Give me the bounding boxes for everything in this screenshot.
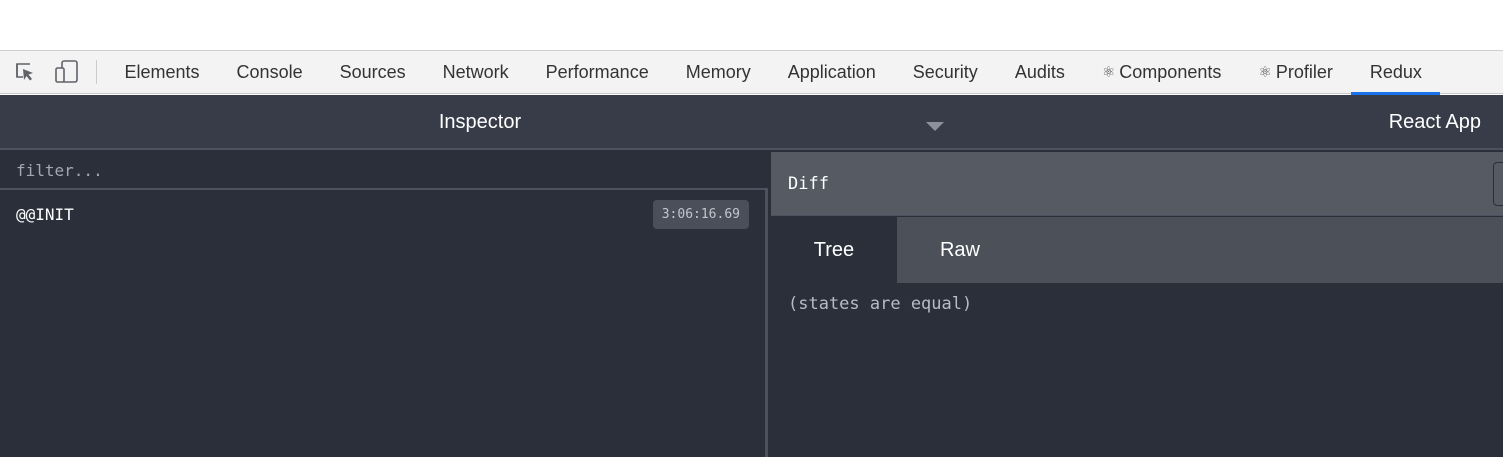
detail-tab-bar: Diff: [771, 152, 1503, 216]
action-name: @@INIT: [16, 204, 74, 224]
page-top-area: [0, 0, 1503, 51]
tab-redux[interactable]: Redux: [1351, 51, 1441, 95]
tab-label: Security: [912, 61, 978, 82]
tab-memory[interactable]: Memory: [667, 51, 769, 94]
tab-diff[interactable]: Diff: [788, 174, 829, 194]
tab-label: Network: [442, 61, 509, 82]
view-tabs: Tree Raw: [771, 217, 1503, 283]
tab-label: Application: [787, 61, 876, 82]
react-icon: ⚛: [1258, 63, 1272, 81]
action-list-item[interactable]: @@INIT 3:06:16.69: [0, 192, 765, 236]
tab-label: Components: [1119, 61, 1222, 82]
action-detail-pane: Diff Tree Raw (states are equal): [771, 152, 1503, 457]
tab-application[interactable]: Application: [769, 51, 894, 94]
tab-network[interactable]: Network: [424, 51, 527, 94]
diff-message: (states are equal): [788, 294, 973, 314]
tab-label: Sources: [339, 61, 406, 82]
react-icon: ⚛: [1101, 63, 1116, 81]
tab-tree[interactable]: Tree: [771, 217, 897, 283]
device-toolbar-icon[interactable]: [54, 59, 80, 85]
monitor-label: Inspector: [438, 111, 522, 133]
tab-label: Performance: [545, 61, 649, 82]
tab-components[interactable]: ⚛Components: [1083, 51, 1240, 94]
inspect-element-icon[interactable]: [12, 59, 38, 85]
monitor-select[interactable]: Inspector: [0, 95, 960, 150]
action-list-pane: @@INIT 3:06:16.69: [0, 152, 768, 457]
tab-label: Console: [236, 61, 303, 82]
action-filter-input[interactable]: [0, 152, 768, 190]
devtools-tab-bar: Elements Console Sources Network Perform…: [0, 51, 1503, 95]
tab-label: Profiler: [1275, 61, 1333, 82]
toolbar-divider: [96, 60, 97, 84]
tab-label: Elements: [124, 61, 200, 82]
chevron-down-icon: [926, 122, 944, 131]
tab-security[interactable]: Security: [894, 51, 996, 94]
tab-profiler[interactable]: ⚛Profiler: [1240, 51, 1351, 94]
redux-devtools-panel: Inspector React App @@INIT 3:06:16.69 Di…: [0, 95, 1503, 457]
tab-label: Memory: [685, 61, 751, 82]
tab-raw[interactable]: Raw: [939, 238, 980, 261]
action-timestamp: 3:06:16.69: [652, 199, 749, 229]
tab-console[interactable]: Console: [218, 51, 321, 94]
redux-header: Inspector React App: [0, 95, 1503, 150]
tab-label: Redux: [1369, 61, 1422, 82]
tab-elements[interactable]: Elements: [106, 51, 218, 94]
tab-audits[interactable]: Audits: [996, 51, 1083, 94]
tab-label: Audits: [1014, 61, 1065, 82]
tab-performance[interactable]: Performance: [527, 51, 667, 94]
instance-select[interactable]: React App: [1388, 111, 1481, 133]
tab-sources[interactable]: Sources: [321, 51, 424, 94]
tab-bar-edge: [1493, 162, 1503, 206]
